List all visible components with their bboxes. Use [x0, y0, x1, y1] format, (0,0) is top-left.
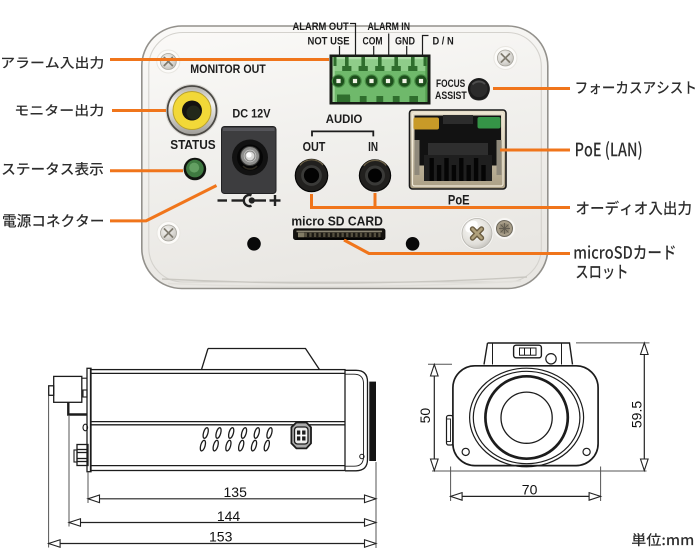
svg-text:DC 12V: DC 12V	[232, 109, 270, 121]
svg-text:COM: COM	[363, 35, 383, 47]
svg-text:135: 135	[224, 484, 248, 500]
svg-text:MONITOR OUT: MONITOR OUT	[190, 64, 265, 76]
svg-text:micro SD CARD: micro SD CARD	[291, 214, 383, 229]
svg-text:153: 153	[209, 529, 233, 545]
svg-text:PoE: PoE	[448, 192, 470, 208]
svg-text:FOCUS: FOCUS	[436, 78, 465, 90]
svg-text:70: 70	[522, 482, 538, 498]
svg-text:NOT USE: NOT USE	[308, 35, 350, 47]
svg-text:STATUS: STATUS	[170, 138, 216, 152]
svg-text:144: 144	[217, 508, 241, 524]
svg-text:D / N: D / N	[433, 35, 454, 47]
svg-text:59.5: 59.5	[629, 401, 645, 428]
svg-text:ALARM IN: ALARM IN	[368, 21, 411, 33]
svg-text:OUT: OUT	[303, 139, 326, 154]
svg-text:GND: GND	[395, 35, 415, 47]
svg-text:50: 50	[417, 408, 433, 424]
svg-text:IN: IN	[368, 139, 378, 154]
svg-text:ASSIST: ASSIST	[435, 90, 467, 102]
svg-text:ALARM OUT: ALARM OUT	[293, 21, 349, 33]
svg-text:AUDIO: AUDIO	[326, 112, 363, 126]
